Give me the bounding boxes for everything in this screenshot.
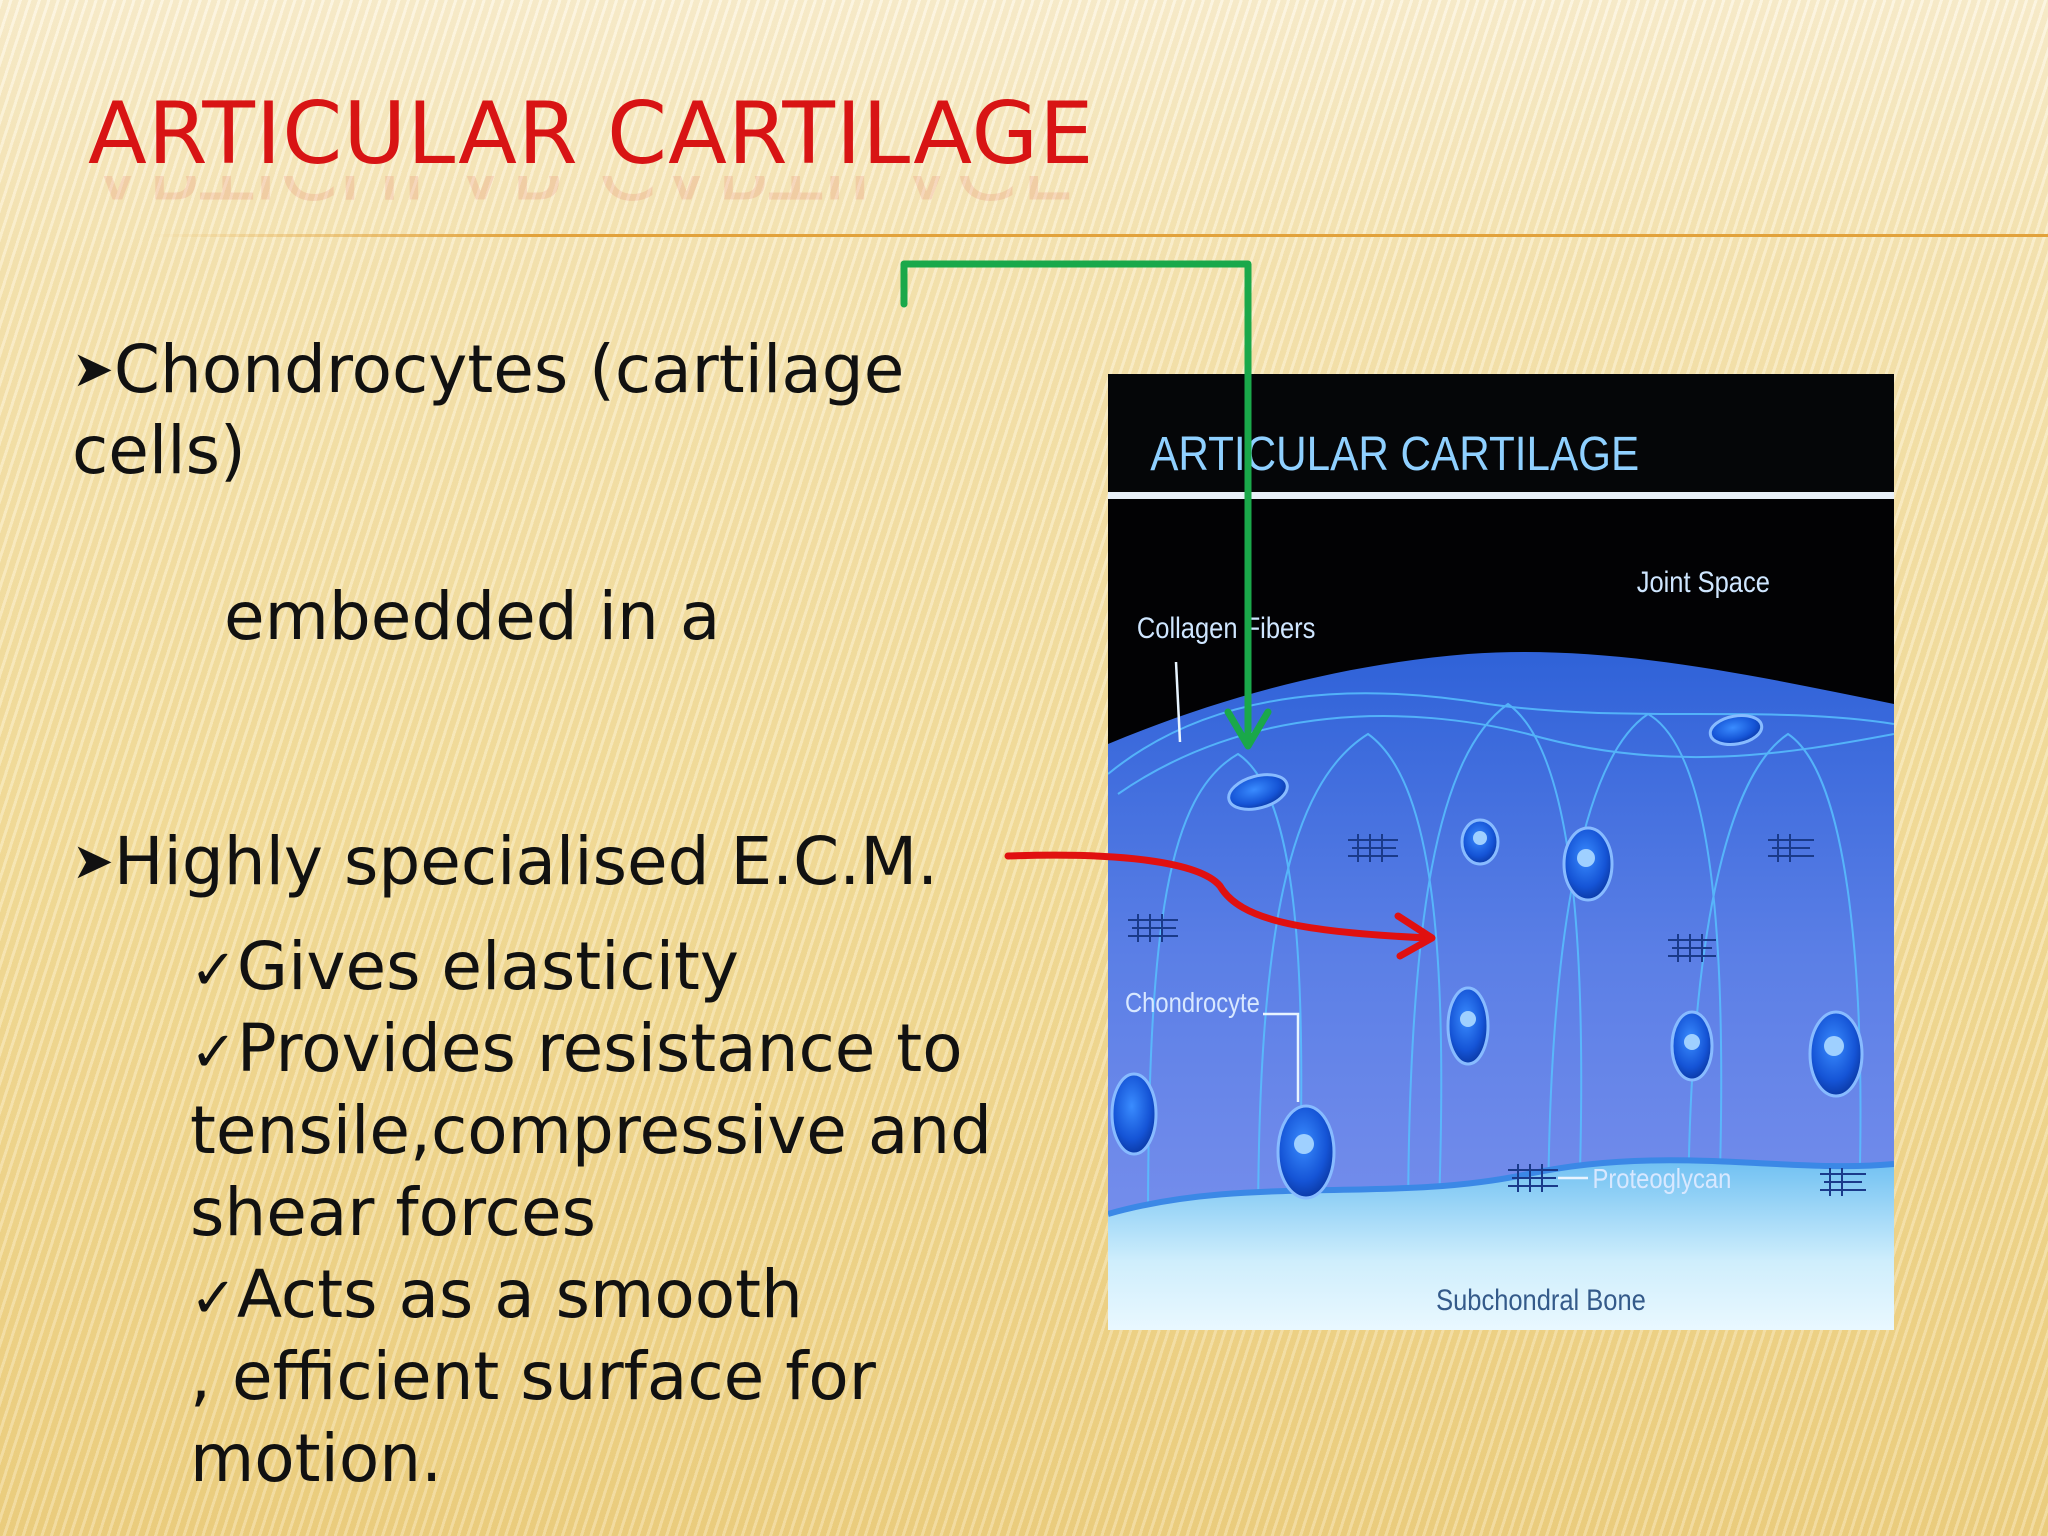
check-resistance-line3: shear forces <box>190 1174 596 1251</box>
slide-title: ARTICULAR CARTILAGE <box>88 84 1095 184</box>
label-subchondral-bone: Subchondral Bone <box>1436 1283 1646 1316</box>
label-proteoglycan: Proteoglycan <box>1593 1162 1732 1194</box>
check-mark-icon: ✓ <box>190 1266 237 1331</box>
bullet-chondrocytes-line2: cells) <box>72 412 246 489</box>
tidemark-line <box>1108 1157 1894 1217</box>
check-resistance-line2: tensile,compressive and <box>190 1092 993 1169</box>
check-elasticity-text: Gives elasticity <box>236 928 739 1005</box>
check-surface: ✓Acts as a smooth <box>190 1254 803 1340</box>
check-mark-icon: ✓ <box>190 938 237 1003</box>
label-chondrocyte: Chondrocyte <box>1125 986 1260 1018</box>
bullet-chondrocytes-text: Chondrocytes (cartilage <box>113 331 905 408</box>
arrowhead-bullet-icon: ➤ <box>72 832 114 890</box>
embedded-text: embedded in a <box>224 578 721 655</box>
label-joint-space: Joint Space <box>1637 565 1770 598</box>
check-surface-line3: motion. <box>190 1420 443 1497</box>
bullet-chondrocytes: ➤Chondrocytes (cartilage <box>72 328 904 411</box>
cartilage-diagram: ARTICULAR CARTILAGE <box>1108 374 1894 1330</box>
bullet-ecm-text: Highly specialised E.C.M. <box>113 823 939 900</box>
cartilage-illustration: ARTICULAR CARTILAGE <box>1108 374 1894 1330</box>
chondrocyte-cells <box>1110 713 1864 1200</box>
figure-title-underline <box>1108 492 1894 499</box>
title-divider <box>150 234 2048 237</box>
label-collagen-fibers: Collagen Fibers <box>1137 611 1316 644</box>
bullet-ecm: ➤Highly specialised E.C.M. <box>72 820 938 903</box>
slide-title-reflection: ARTICULAR CARTILAGE <box>88 176 1076 216</box>
check-elasticity: ✓Gives elasticity <box>190 926 739 1012</box>
check-resistance: ✓Provides resistance to <box>190 1008 963 1094</box>
check-mark-icon: ✓ <box>190 1020 237 1085</box>
check-surface-line2: , efficient surface for <box>190 1338 876 1415</box>
proteoglycan-marks <box>1128 834 1866 1196</box>
figure-title: ARTICULAR CARTILAGE <box>1150 426 1639 480</box>
check-surface-text: Acts as a smooth <box>236 1256 803 1333</box>
check-resistance-text: Provides resistance to <box>236 1010 963 1087</box>
subchondral-bone <box>1108 1160 1894 1330</box>
arrowhead-bullet-icon: ➤ <box>72 340 114 398</box>
